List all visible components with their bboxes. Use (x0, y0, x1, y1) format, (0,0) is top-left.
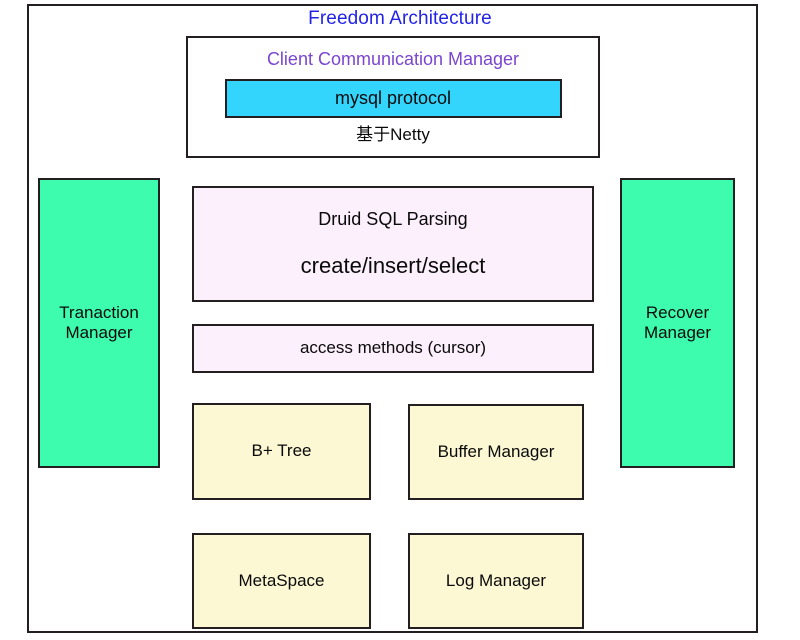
access-methods-box: access methods (cursor) (192, 324, 594, 373)
recover-manager-label-line1: Recover (645, 302, 710, 322)
druid-sql-parsing-box: Druid SQL Parsing create/insert/select (192, 186, 594, 302)
client-communication-manager-label: Client Communication Manager (266, 49, 520, 69)
transaction-manager-label-line2: Manager (65, 323, 133, 342)
buffer-manager-box: Buffer Manager (408, 404, 584, 500)
recover-manager-panel: Recover Manager (620, 178, 735, 468)
page-title: Freedom Architecture (308, 8, 492, 29)
metaspace-box: MetaSpace (192, 533, 371, 629)
log-manager-box: Log Manager (408, 533, 584, 629)
druid-sql-parsing-title: Druid SQL Parsing (318, 209, 468, 230)
recover-manager-label-line2: Manager (643, 323, 712, 342)
netty-footnote: 基于Netty (356, 125, 430, 145)
transaction-manager-label-line1: Tranaction (59, 302, 139, 322)
transaction-manager-panel: Tranaction Manager (38, 178, 160, 468)
btree-box: B+ Tree (192, 403, 371, 500)
client-communication-manager-box: Client Communication Manager mysql proto… (186, 36, 600, 158)
mysql-protocol-box: mysql protocol (224, 79, 562, 119)
sql-statements-label: create/insert/select (300, 252, 486, 278)
